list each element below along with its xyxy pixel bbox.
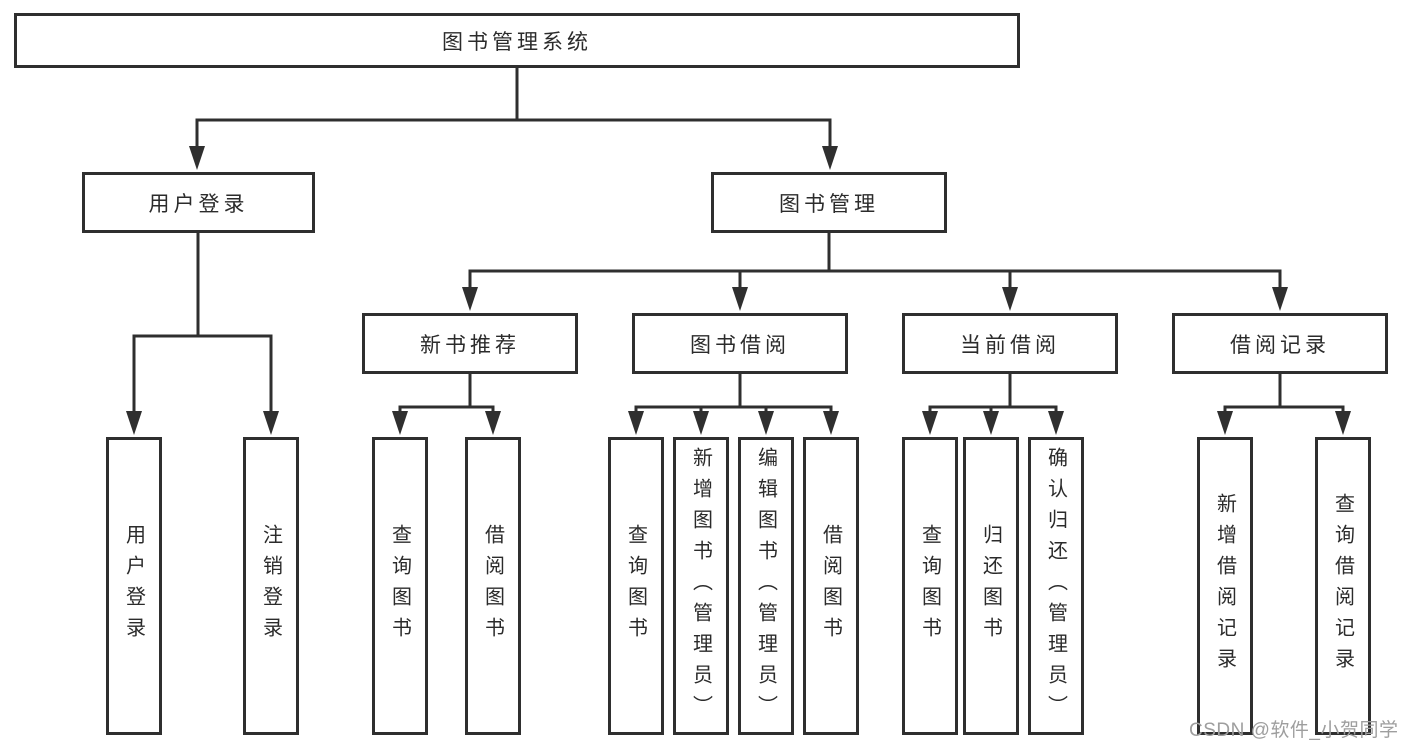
connector-book-management-branch <box>468 231 1282 292</box>
arrow-down-icon <box>1217 411 1233 435</box>
leaf-logout-login: 注销登录 <box>243 437 299 735</box>
leaf-add-borrow-record: 新增借阅记录 <box>1197 437 1253 735</box>
leaf-query-books-current: 查询图书 <box>902 437 958 735</box>
arrow-down-icon <box>822 146 838 170</box>
arrow-down-icon <box>922 411 938 435</box>
arrow-down-icon <box>628 411 644 435</box>
leaf-edit-book-admin: 编辑图书（管理员） <box>738 437 794 735</box>
leaf-borrow-books-recommend: 借阅图书 <box>465 437 521 735</box>
node-book-management: 图书管理 <box>711 172 947 233</box>
node-user-login: 用户登录 <box>82 172 315 233</box>
arrow-down-icon <box>189 146 205 170</box>
arrow-down-icon <box>485 411 501 435</box>
arrow-down-icon <box>1335 411 1351 435</box>
arrow-down-icon <box>392 411 408 435</box>
arrow-down-icon <box>732 287 748 311</box>
connector-current-borrow-branch <box>928 372 1058 416</box>
arrow-down-icon <box>823 411 839 435</box>
connector-root-to-level2 <box>195 66 832 152</box>
arrowheads <box>126 146 1351 435</box>
arrow-down-icon <box>1002 287 1018 311</box>
node-book-borrow: 图书借阅 <box>632 313 848 374</box>
leaf-add-book-admin: 新增图书（管理员） <box>673 437 729 735</box>
node-library-system: 图书管理系统 <box>14 13 1020 68</box>
leaf-borrow-books: 借阅图书 <box>803 437 859 735</box>
leaf-return-book: 归还图书 <box>963 437 1019 735</box>
arrow-down-icon <box>758 411 774 435</box>
arrow-down-icon <box>1048 411 1064 435</box>
leaf-query-books-borrow: 查询图书 <box>608 437 664 735</box>
connector-user-login-branch <box>132 231 273 416</box>
arrow-down-icon <box>462 287 478 311</box>
arrow-down-icon <box>263 411 279 435</box>
leaf-query-books-recommend: 查询图书 <box>372 437 428 735</box>
arrow-down-icon <box>983 411 999 435</box>
node-current-borrow: 当前借阅 <box>902 313 1118 374</box>
leaf-query-borrow-record: 查询借阅记录 <box>1315 437 1371 735</box>
arrow-down-icon <box>1272 287 1288 311</box>
connector-book-borrow-branch <box>634 372 833 416</box>
connector-new-book-branch <box>398 372 495 416</box>
node-borrow-records: 借阅记录 <box>1172 313 1388 374</box>
leaf-confirm-return-admin: 确认归还（管理员） <box>1028 437 1084 735</box>
leaf-user-login: 用户登录 <box>106 437 162 735</box>
node-new-book-recommend: 新书推荐 <box>362 313 578 374</box>
arrow-down-icon <box>693 411 709 435</box>
arrow-down-icon <box>126 411 142 435</box>
watermark: CSDN @软件_小贺同学 <box>1189 720 1399 741</box>
connector-borrow-records-branch <box>1223 372 1345 416</box>
